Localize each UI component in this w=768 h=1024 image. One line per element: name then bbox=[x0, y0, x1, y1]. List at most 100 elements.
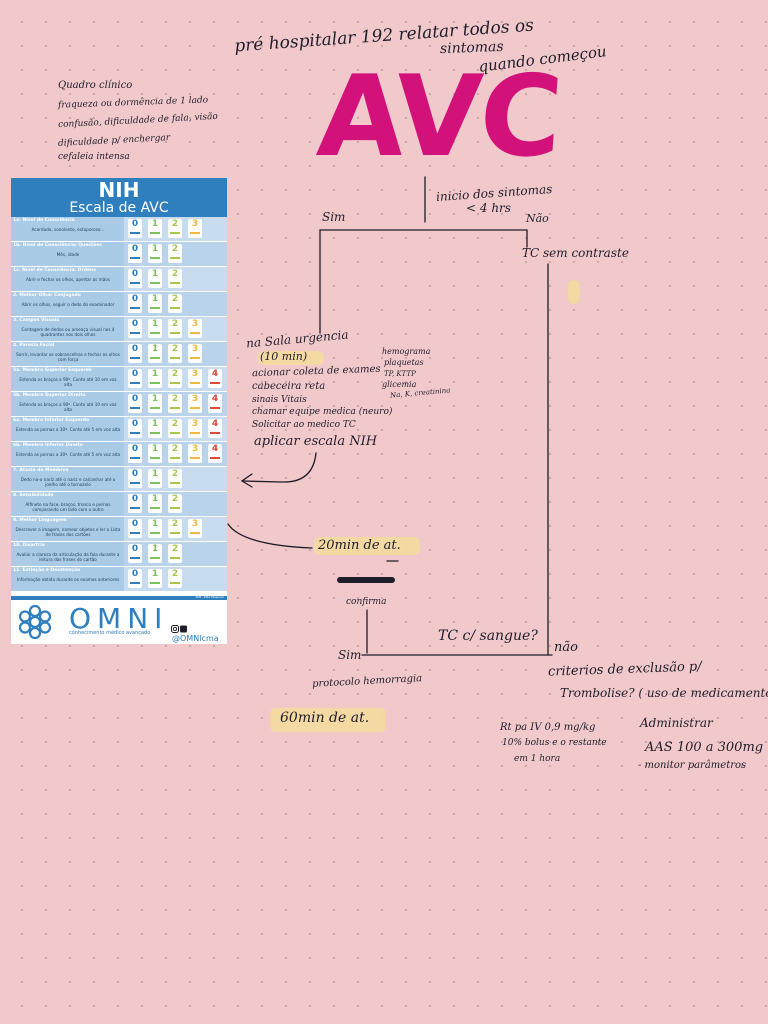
time-10min: (10 min) bbox=[260, 350, 308, 363]
nih-score-box: 3 bbox=[188, 519, 202, 538]
nih-score-bar bbox=[150, 407, 160, 409]
nih-score-value: 2 bbox=[171, 394, 179, 404]
nih-score-bar bbox=[150, 307, 160, 309]
nih-score-box: 2 bbox=[168, 494, 182, 513]
nih-score-bar bbox=[130, 532, 140, 534]
nih-score-value: 0 bbox=[131, 369, 139, 379]
nih-score-value: 2 bbox=[171, 569, 179, 579]
confirm-label: confirma bbox=[346, 597, 387, 607]
nih-score-box: 4 bbox=[208, 394, 222, 413]
nih-score-box: 2 bbox=[168, 344, 182, 363]
nih-score-bar bbox=[190, 432, 200, 434]
nih-score-box: 1 bbox=[148, 544, 162, 563]
time-60min: 60min de at. bbox=[280, 710, 370, 726]
lab-item: TP, KTTP bbox=[384, 370, 416, 378]
nih-score-box: 2 bbox=[168, 269, 182, 288]
nih-score-box: 2 bbox=[168, 219, 182, 238]
nih-score-value: 0 bbox=[131, 269, 139, 279]
nih-score-bar bbox=[190, 332, 200, 334]
nih-score-value: 3 bbox=[191, 519, 199, 529]
nih-score-value: 3 bbox=[191, 419, 199, 429]
nih-score-box: 2 bbox=[168, 244, 182, 263]
nih-score-bar bbox=[170, 257, 180, 259]
nih-score-bar bbox=[190, 382, 200, 384]
nih-score-box: 0 bbox=[128, 494, 142, 513]
page-title: AVC bbox=[313, 52, 565, 182]
nih-score-bar bbox=[210, 382, 220, 384]
nih-item-name: 1b. Nível de Consciência: Questões bbox=[13, 243, 102, 248]
nih-scale-card: NIH Escala de AVC 1a. Nível de Consciênc… bbox=[11, 178, 227, 644]
nih-score-bar bbox=[170, 532, 180, 534]
nih-item-description: Abrir os olhos, seguir o dedo do examina… bbox=[21, 302, 115, 307]
nih-card-subtitle: Escala de AVC bbox=[69, 200, 169, 216]
nih-score-value: 2 bbox=[171, 269, 179, 279]
nih-score-box: 1 bbox=[148, 244, 162, 263]
nih-score-box: 0 bbox=[128, 569, 142, 588]
omni-tagline: conhecimento médico avançado bbox=[69, 630, 151, 636]
nih-item-description: Estenda os braços a 90º. Conte até 10 em… bbox=[19, 377, 117, 387]
nih-score-bar bbox=[170, 507, 180, 509]
nih-score-box: 2 bbox=[168, 569, 182, 588]
nih-item-name: 1c. Nível de Consciência: Ordens bbox=[13, 268, 96, 273]
omni-logo-icon bbox=[18, 604, 52, 640]
nih-item-description: Dedo na-o nariz até o nariz e calcanhar … bbox=[20, 477, 116, 487]
nih-item-name: 5b. Membro Superior Direito bbox=[13, 393, 86, 398]
nih-score-bar bbox=[190, 357, 200, 359]
nih-score-value: 0 bbox=[131, 244, 139, 254]
nih-score-box: 2 bbox=[168, 294, 182, 313]
nih-score-bar bbox=[130, 257, 140, 259]
nih-score-value: 0 bbox=[131, 469, 139, 479]
nih-score-box: 1 bbox=[148, 269, 162, 288]
nih-score-box: 2 bbox=[168, 419, 182, 438]
nih-score-value: 0 bbox=[131, 519, 139, 529]
nih-score-value: 3 bbox=[191, 319, 199, 329]
nih-score-box: 2 bbox=[168, 369, 182, 388]
nih-score-value: 1 bbox=[151, 544, 159, 554]
nih-score-box: 1 bbox=[148, 344, 162, 363]
nih-score-value: 2 bbox=[171, 294, 179, 304]
nih-score-value: 2 bbox=[171, 244, 179, 254]
nih-score-box: 1 bbox=[148, 469, 162, 488]
nih-score-bar bbox=[150, 582, 160, 584]
nih-item-name: 5a. Membro Superior Esquerdo bbox=[13, 368, 92, 373]
nih-item-name: 6b. Membro Inferior Direito bbox=[13, 443, 83, 448]
nih-score-box: 3 bbox=[188, 444, 202, 463]
nih-score-bar bbox=[130, 457, 140, 459]
nih-score-bar bbox=[150, 482, 160, 484]
nih-item-description: Contagem de dedos ou ameaça visual nos 4… bbox=[21, 327, 115, 337]
nih-item-name: 3. Campos Visuais bbox=[13, 318, 60, 323]
nih-score-box: 1 bbox=[148, 369, 162, 388]
branch-yes: Sim bbox=[322, 210, 346, 224]
nih-score-box: 2 bbox=[168, 544, 182, 563]
nih-score-value: 4 bbox=[211, 444, 219, 454]
nih-score-box: 0 bbox=[128, 519, 142, 538]
nih-score-value: 0 bbox=[131, 444, 139, 454]
nih-score-value: 1 bbox=[151, 369, 159, 379]
nih-item-name: 1a. Nível de Consciência bbox=[13, 218, 75, 223]
nih-score-bar bbox=[170, 332, 180, 334]
nih-item-name: 4. Paresia Facial bbox=[13, 343, 55, 348]
step-item: Solicitar ao medico TC bbox=[252, 420, 356, 430]
nih-item-name: 10. Disartria bbox=[13, 543, 45, 548]
nih-score-value: 1 bbox=[151, 294, 159, 304]
nih-score-box: 4 bbox=[208, 444, 222, 463]
nih-score-value: 0 bbox=[131, 569, 139, 579]
nih-score-bar bbox=[190, 532, 200, 534]
rtpa-line: Rt pa IV 0,9 mg/kg bbox=[500, 722, 596, 733]
nih-score-bar bbox=[130, 232, 140, 234]
nih-score-box: 1 bbox=[148, 294, 162, 313]
nih-score-value: 2 bbox=[171, 444, 179, 454]
nih-score-value: 1 bbox=[151, 269, 159, 279]
nih-score-value: 1 bbox=[151, 419, 159, 429]
nih-score-box: 1 bbox=[148, 494, 162, 513]
